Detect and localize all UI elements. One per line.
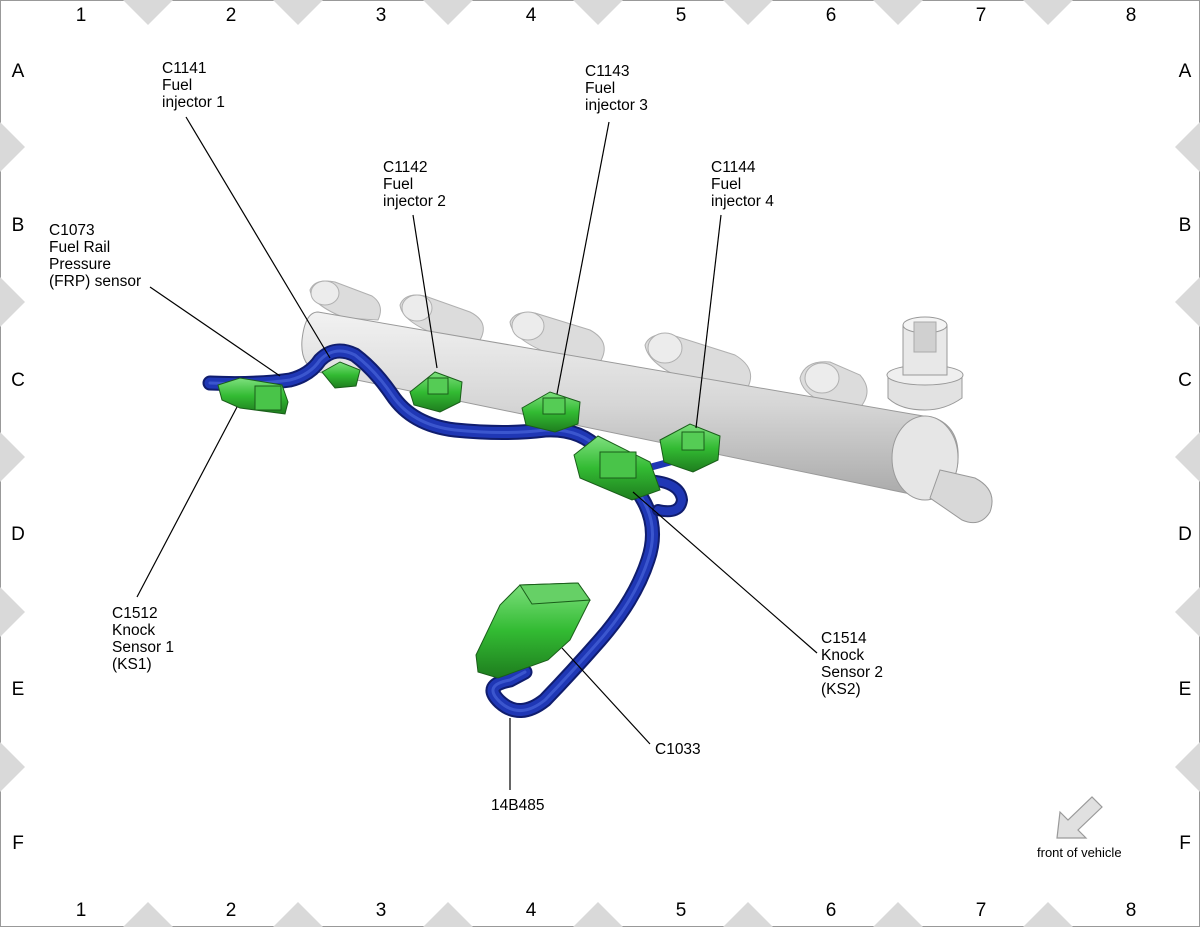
callout-c1143: C1143 Fuel injector 3	[585, 63, 648, 114]
connector-c1033	[475, 582, 591, 679]
row-label: F	[1179, 833, 1191, 854]
grid-column-labels-bottom: 1 2 3 4 5 6 7 8	[76, 900, 1137, 921]
row-label: B	[1179, 215, 1192, 236]
callout-line: Sensor 1	[112, 639, 174, 656]
row-label: E	[1179, 679, 1192, 700]
callout-line: Fuel	[383, 176, 413, 193]
callout-c1141: C1141 Fuel injector 1	[162, 60, 225, 111]
col-label: 1	[76, 900, 87, 921]
col-label: 8	[1126, 5, 1137, 26]
callout-line: (KS2)	[821, 681, 861, 698]
callout-line: injector 2	[383, 193, 446, 210]
col-label: 4	[526, 900, 537, 921]
callout-line: injector 1	[162, 94, 225, 111]
callout-line: C1143	[585, 63, 630, 80]
row-label: C	[1178, 370, 1192, 391]
grid-row-labels-left: A B C D E F	[11, 61, 25, 854]
callout-line: Pressure	[49, 256, 111, 273]
front-of-vehicle-indicator: front of vehicle	[1037, 796, 1122, 860]
callout-c1512: C1512 Knock Sensor 1 (KS1)	[112, 605, 174, 673]
callout-line: Fuel Rail	[49, 239, 110, 256]
col-label: 6	[826, 900, 837, 921]
callout-14b485: 14B485	[491, 797, 544, 814]
callout-line: C1512	[112, 605, 158, 622]
connectors	[217, 361, 721, 679]
callout-c1144: C1144 Fuel injector 4	[711, 159, 774, 210]
callout-line: Knock	[112, 622, 155, 639]
col-label: 8	[1126, 900, 1137, 921]
fuel-rail	[301, 280, 993, 524]
connector-c1144	[659, 423, 721, 473]
callout-line: injector 3	[585, 97, 648, 114]
col-label: 5	[676, 900, 687, 921]
callout-c1142: C1142 Fuel injector 2	[383, 159, 446, 210]
wiring-harness	[202, 343, 688, 718]
callout-line: Fuel	[585, 80, 615, 97]
col-label: 3	[376, 900, 387, 921]
col-label: 1	[76, 5, 87, 26]
callout-line: C1514	[821, 630, 867, 647]
col-label: 7	[976, 5, 987, 26]
row-label: E	[12, 679, 25, 700]
front-of-vehicle-label: front of vehicle	[1037, 845, 1122, 860]
callout-c1073: C1073 Fuel Rail Pressure (FRP) sensor	[49, 222, 141, 290]
grid-row-labels-right: A B C D E F	[1178, 61, 1192, 854]
rail-outlet	[929, 469, 993, 524]
row-label: C	[11, 370, 25, 391]
col-label: 7	[976, 900, 987, 921]
callout-line: (KS1)	[112, 656, 152, 673]
injector-bosses	[309, 280, 868, 411]
row-label: B	[12, 215, 25, 236]
callout-line: C1033	[655, 741, 701, 758]
callout-line: injector 4	[711, 193, 774, 210]
connector-c1514	[573, 435, 661, 501]
pressure-sensor	[886, 316, 964, 411]
callout-line: Sensor 2	[821, 664, 883, 681]
connector-c1142	[409, 371, 463, 413]
col-label: 5	[676, 5, 687, 26]
row-label: A	[12, 61, 25, 82]
connector-c1141	[321, 361, 361, 389]
callout-line: C1144	[711, 159, 756, 176]
grid-column-labels-top: 1 2 3 4 5 6 7 8	[76, 5, 1137, 26]
row-label: D	[1178, 524, 1192, 545]
connector-c1143	[521, 391, 581, 433]
callout-line: Fuel	[162, 77, 192, 94]
col-label: 2	[226, 5, 237, 26]
col-label: 2	[226, 900, 237, 921]
col-label: 3	[376, 5, 387, 26]
col-label: 4	[526, 5, 537, 26]
callout-line: 14B485	[491, 797, 544, 814]
row-label: D	[11, 524, 25, 545]
callout-line: C1141	[162, 60, 207, 77]
connector-c1512	[217, 377, 289, 415]
callout-line: C1073	[49, 222, 95, 239]
callout-line: C1142	[383, 159, 428, 176]
callout-c1033: C1033	[655, 741, 701, 758]
callout-line: (FRP) sensor	[49, 273, 141, 290]
callout-line: Fuel	[711, 176, 741, 193]
row-label: A	[1179, 61, 1192, 82]
arrow-down-left-icon	[1056, 796, 1103, 839]
callout-line: Knock	[821, 647, 864, 664]
leader-lines	[136, 116, 818, 790]
callout-c1514: C1514 Knock Sensor 2 (KS2)	[821, 630, 883, 698]
row-label: F	[12, 833, 24, 854]
col-label: 6	[826, 5, 837, 26]
